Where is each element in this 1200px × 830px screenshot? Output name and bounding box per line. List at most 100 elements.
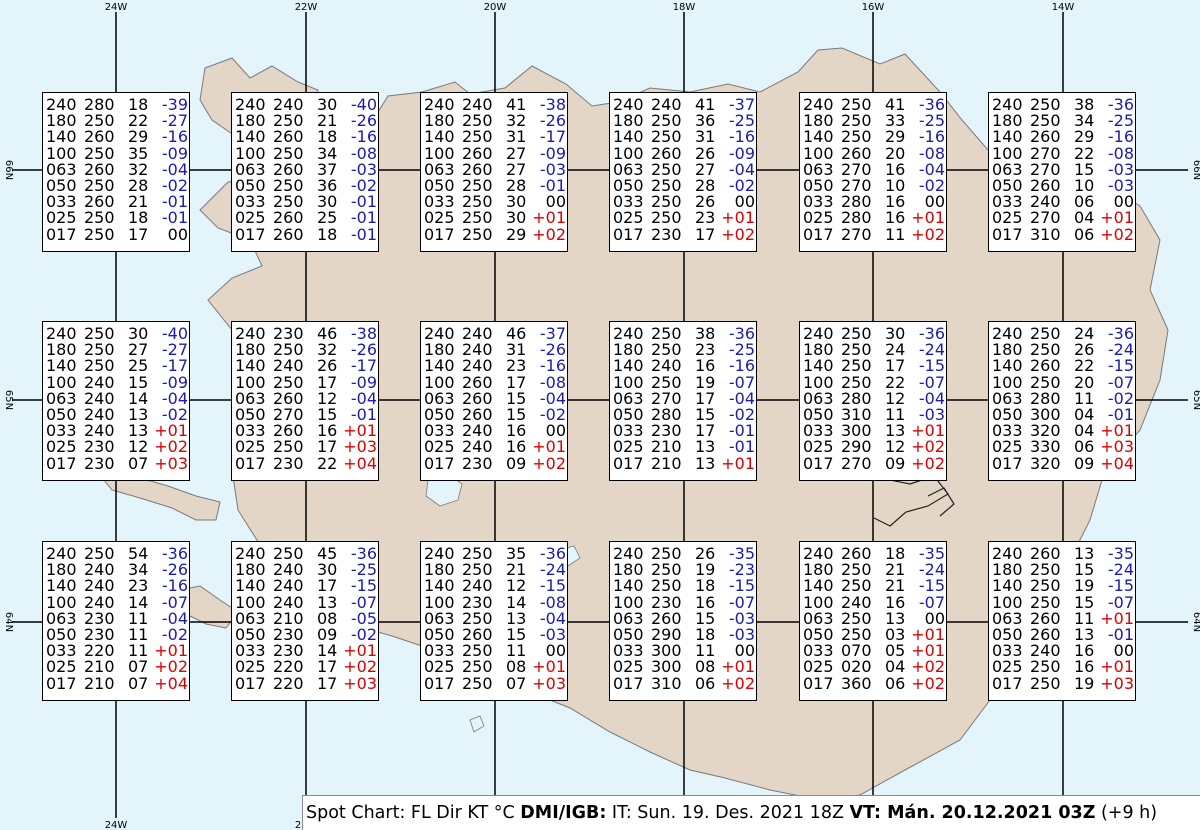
temperature: -25 (728, 111, 755, 131)
flight-level: 017 (992, 224, 1023, 244)
wind-direction: 260 (462, 388, 493, 408)
flight-level: 017 (803, 453, 834, 473)
wind-direction: 250 (841, 127, 872, 147)
wind-speed: 23 (506, 356, 527, 376)
flight-level: 140 (424, 356, 455, 376)
temperature: +02 (911, 673, 945, 693)
wind-speed: 41 (695, 95, 716, 114)
wind-direction: 250 (462, 127, 493, 147)
flight-level: 033 (992, 641, 1023, 661)
wind-speed: 34 (128, 560, 149, 580)
wind-speed: 16 (695, 592, 716, 612)
flight-level: 180 (992, 560, 1023, 580)
wind-direction: 250 (841, 560, 872, 580)
lat-label-right: 66N (1191, 160, 1200, 180)
wind-speed: 15 (506, 624, 527, 644)
flight-level: 050 (613, 404, 644, 424)
wind-direction: 250 (462, 641, 493, 661)
wind-speed: 30 (317, 560, 338, 580)
lon-label-top: 24W (105, 2, 128, 13)
wind-speed: 31 (506, 340, 527, 360)
flight-level: 140 (46, 576, 77, 596)
temperature: -15 (918, 356, 945, 376)
wind-direction: 240 (462, 340, 493, 360)
temperature: +01 (343, 641, 377, 661)
flight-level: 100 (992, 143, 1023, 163)
temperature: -36 (918, 324, 945, 343)
flight-level: 180 (46, 340, 77, 360)
wind-direction: 260 (651, 608, 682, 628)
temperature: +01 (911, 208, 945, 228)
wind-direction: 250 (1030, 95, 1061, 114)
wind-speed: 13 (695, 437, 716, 457)
temperature: -03 (539, 159, 566, 179)
wind-direction: 220 (84, 641, 115, 661)
wind-direction: 270 (841, 159, 872, 179)
wind-speed: 19 (1074, 576, 1095, 596)
temperature: -25 (350, 560, 377, 580)
wind-direction: 260 (273, 159, 304, 179)
temperature: +03 (154, 453, 188, 473)
wind-speed: 30 (317, 192, 338, 212)
wind-direction: 250 (84, 324, 115, 343)
lon-label-top: 14W (1052, 2, 1075, 13)
flight-level: 033 (424, 641, 455, 661)
wind-direction: 240 (84, 560, 115, 580)
wind-direction: 250 (841, 340, 872, 360)
flight-level: 140 (803, 127, 834, 147)
wind-direction: 250 (841, 576, 872, 596)
wind-direction: 240 (273, 95, 304, 114)
temperature: -09 (161, 372, 188, 392)
wind-direction: 240 (84, 576, 115, 596)
flight-level: 033 (803, 641, 834, 661)
flight-level: 025 (992, 437, 1023, 457)
flight-level: 017 (613, 224, 644, 244)
wind-speed: 45 (317, 544, 338, 563)
wind-direction: 240 (1030, 192, 1061, 212)
wind-speed: 29 (885, 127, 906, 147)
temperature: -07 (1107, 372, 1134, 392)
flight-level: 240 (46, 95, 77, 114)
wind-direction: 250 (651, 560, 682, 580)
temperature: -15 (1107, 576, 1134, 596)
temperature: -08 (1107, 143, 1134, 163)
wind-speed: 20 (1074, 372, 1095, 392)
wind-direction: 290 (651, 624, 682, 644)
flight-level: 180 (46, 560, 77, 580)
wind-speed: 15 (1074, 159, 1095, 179)
wind-direction: 260 (462, 372, 493, 392)
temperature: -40 (161, 324, 188, 343)
wind-direction: 300 (1030, 404, 1061, 424)
flight-level: 063 (992, 159, 1023, 179)
wind-direction: 240 (273, 576, 304, 596)
